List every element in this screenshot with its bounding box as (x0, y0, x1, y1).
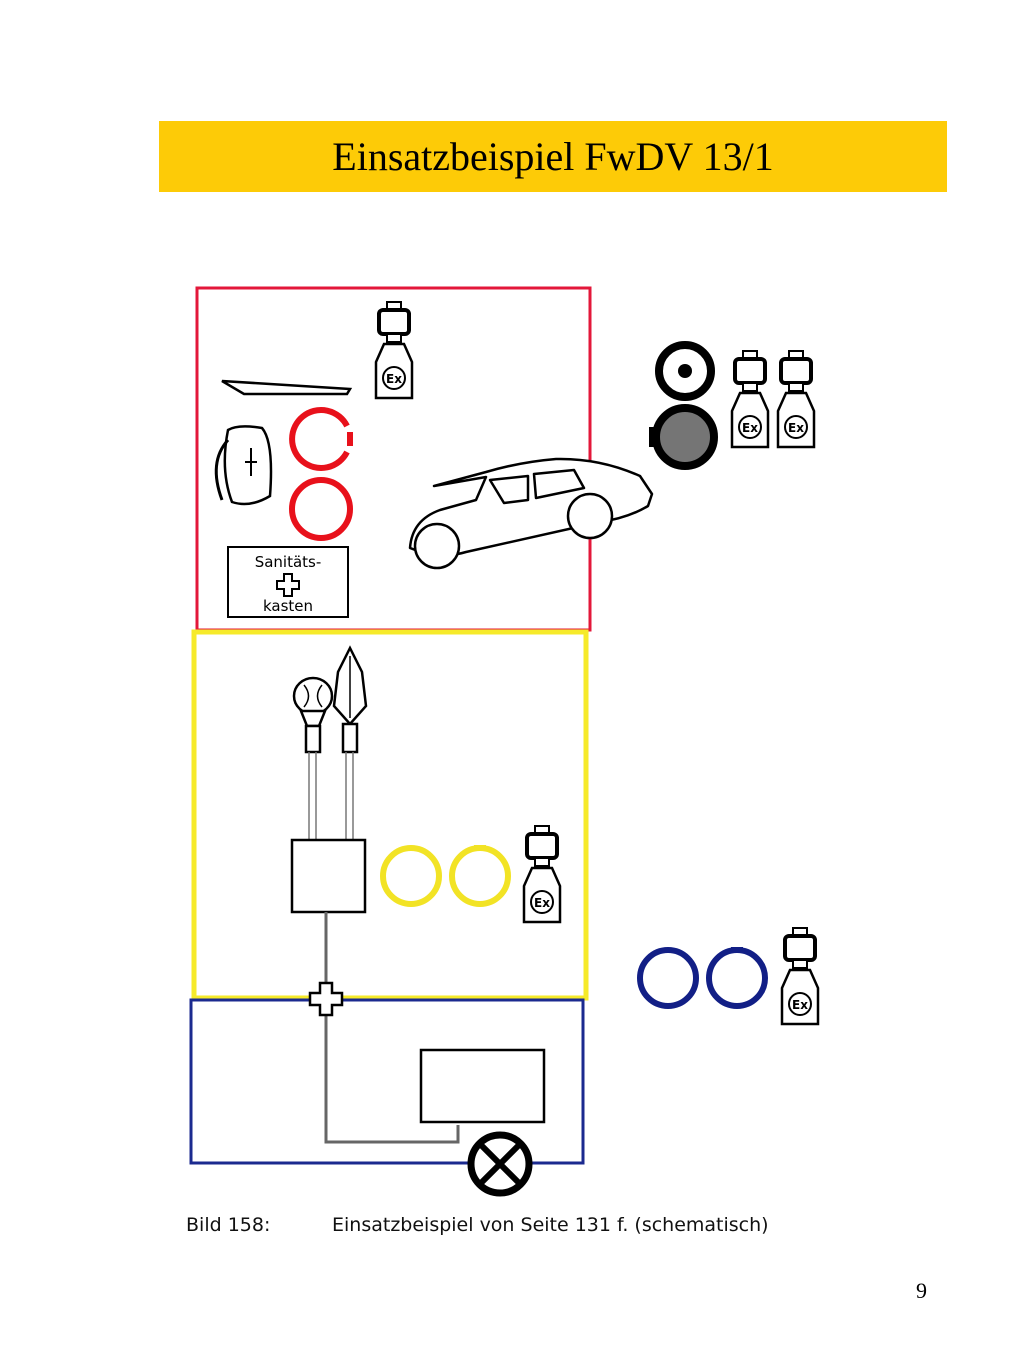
water-source-icon (655, 341, 715, 401)
ex-device-icon: Ex (780, 926, 820, 1026)
ex-device-icon: Ex (374, 300, 414, 400)
distributor-icon (308, 981, 344, 1017)
svg-text:Ex: Ex (386, 372, 402, 386)
title-bar: Einsatzbeispiel FwDV 13/1 (159, 121, 947, 192)
svg-text:kasten: kasten (263, 597, 313, 615)
support-section-yellow (191, 629, 589, 1001)
hose-coupling-red (347, 432, 353, 446)
cable-lines (308, 752, 354, 840)
stretcher-icon (221, 379, 353, 396)
cross-circle-icon (467, 1131, 533, 1197)
figure-label: Bild 158: (186, 1214, 271, 1236)
spotlight-icon (332, 645, 368, 754)
generator-box (290, 838, 367, 914)
svg-text:Sanitäts-: Sanitäts- (255, 553, 322, 571)
svg-text:Ex: Ex (534, 896, 550, 910)
car-icon (408, 457, 654, 570)
figure-caption: Einsatzbeispiel von Seite 131 f. (schema… (332, 1214, 769, 1236)
ex-device-icon: Ex (776, 349, 816, 449)
ex-device-icon: Ex (522, 824, 562, 924)
page-title: Einsatzbeispiel FwDV 13/1 (332, 134, 774, 179)
medical-bag-icon (214, 425, 273, 506)
hose-coil-red-1 (289, 407, 350, 471)
hose-coil-red-2 (289, 477, 353, 541)
svg-text:Ex: Ex (788, 421, 804, 435)
plus-icon (276, 573, 300, 597)
pump-icon (649, 404, 718, 470)
hose-coil-yellow-1 (380, 845, 442, 907)
hose-coil-blue-2 (706, 947, 768, 1009)
first-aid-box: Sanitäts- kasten (227, 546, 349, 618)
hose-coil-yellow-2 (449, 845, 511, 907)
page-number: 9 (916, 1278, 927, 1303)
svg-text:Ex: Ex (742, 421, 758, 435)
equipment-box (419, 1048, 546, 1124)
hose-coil-blue-1 (637, 947, 699, 1009)
lamp-icon (292, 676, 334, 754)
connection-line (324, 912, 460, 1144)
svg-text:Ex: Ex (792, 998, 808, 1012)
water-supply-section-blue (189, 998, 585, 1165)
hose-coupling-blue (731, 947, 743, 953)
ex-device-icon: Ex (730, 349, 770, 449)
hose-coupling-yellow (474, 845, 486, 851)
